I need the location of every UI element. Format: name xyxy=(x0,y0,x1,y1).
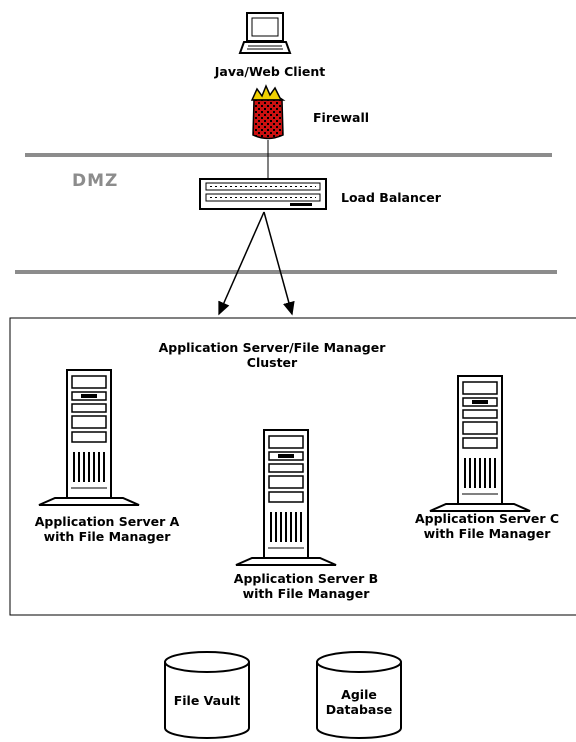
arrow-to-cluster-right xyxy=(263,211,295,316)
load-balancer-label: Load Balancer xyxy=(341,190,441,205)
server-b-label-line2: with File Manager xyxy=(242,586,370,601)
file-vault-label: File Vault xyxy=(173,693,241,708)
client-label: Java/Web Client xyxy=(214,64,326,79)
server-c-label-line1: Application Server C xyxy=(414,511,560,526)
laptop-icon xyxy=(238,12,292,54)
load-balancer-icon xyxy=(199,178,327,210)
dmz-label: DMZ xyxy=(72,171,119,191)
server-a-label: Application Server A with File Manager xyxy=(12,514,202,544)
firewall-label: Firewall xyxy=(313,110,370,125)
firewall-icon xyxy=(250,84,286,140)
server-a-label-line1: Application Server A xyxy=(34,514,180,529)
cluster-label-line2: Cluster xyxy=(246,355,298,370)
agile-database-icon xyxy=(316,651,402,739)
cluster-label-line1: Application Server/File Manager xyxy=(158,340,386,355)
arrow-to-cluster-left xyxy=(218,211,265,316)
cluster-box xyxy=(9,317,576,616)
server-b-label: Application Server B with File Manager xyxy=(211,571,401,601)
agile-database-label-line2: Database xyxy=(325,702,393,717)
server-c-label: Application Server C with File Manager xyxy=(398,511,576,541)
server-a-label-line2: with File Manager xyxy=(43,529,171,544)
server-c-label-line2: with File Manager xyxy=(423,526,551,541)
server-b-icon xyxy=(235,429,337,566)
file-vault-icon xyxy=(164,651,250,739)
cluster-label: Application Server/File Manager Cluster xyxy=(122,340,422,370)
server-c-icon xyxy=(429,375,531,512)
server-a-icon xyxy=(38,369,140,506)
server-b-label-line1: Application Server B xyxy=(233,571,379,586)
agile-database-label: Agile Database xyxy=(317,687,401,717)
agile-database-label-line1: Agile xyxy=(341,687,377,702)
